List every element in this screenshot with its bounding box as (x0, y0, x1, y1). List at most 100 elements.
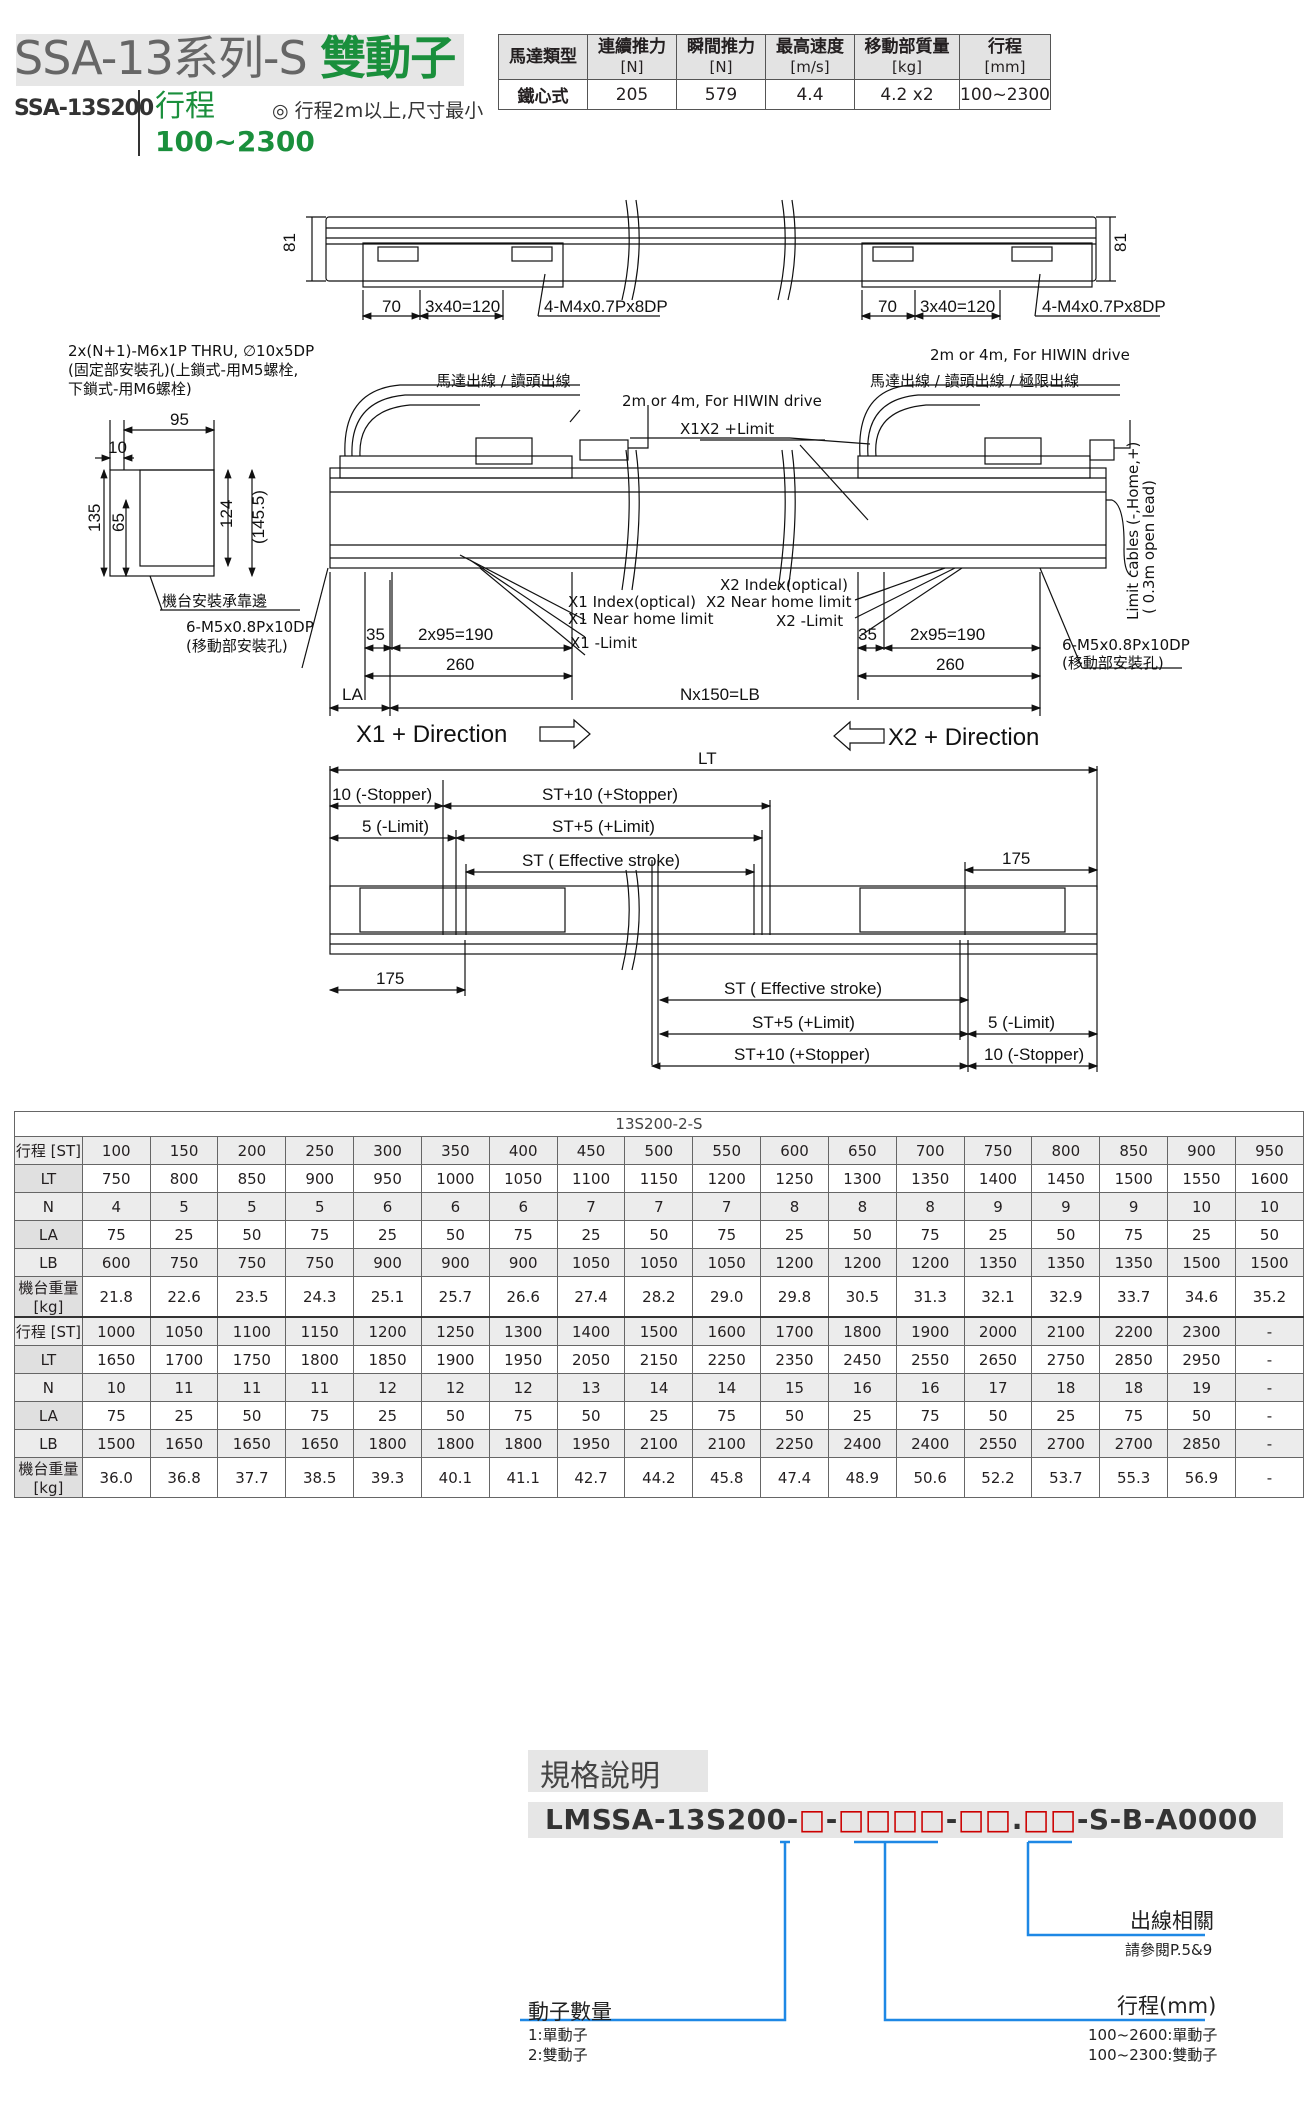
table-cell: 1650 (285, 1429, 355, 1458)
dim-thread-right: 4-M4x0.7Px8DP (1042, 297, 1166, 316)
table-cell: 1350 (1031, 1248, 1101, 1277)
table-cell: 750 (963, 1136, 1033, 1165)
table-cell: 52.2 (963, 1457, 1033, 1498)
x2-direction: X2 + Direction (888, 724, 1039, 751)
table-cell: 1300 (488, 1316, 558, 1346)
table-cell: 2250 (692, 1345, 762, 1374)
table-cell: 10 (1234, 1192, 1305, 1221)
table-cell: 650 (827, 1136, 897, 1165)
table-cell: 50 (1234, 1220, 1305, 1249)
x1-direction: X1 + Direction (356, 721, 507, 748)
table-cell: 50 (624, 1220, 694, 1249)
table-cell: 2250 (760, 1429, 829, 1458)
table-cell: 12 (353, 1373, 422, 1402)
table-cell: 75 (692, 1401, 762, 1430)
table-cell: 25 (353, 1401, 422, 1430)
table-cell: 50 (420, 1401, 490, 1430)
table-cell: 10 (1167, 1192, 1236, 1221)
order-code: LMSSA-13S200-□-□□□□-□□.□□-S-B-A0000 (545, 1803, 1258, 1836)
table-cell: 4 (81, 1192, 151, 1221)
table-cell: 9 (963, 1192, 1033, 1221)
table-cell: 900 (1167, 1136, 1236, 1165)
table-cell: 26.6 (488, 1276, 558, 1318)
mount-note-right-1: 6-M5x0.8Px10DP (1062, 636, 1190, 654)
table-cell: 1350 (1099, 1248, 1169, 1277)
table-cell: 31.3 (895, 1276, 965, 1318)
x2-index: X2 Index(optical) (720, 576, 848, 594)
table-cell: 24.3 (285, 1276, 355, 1318)
cable-ref: 請參閱P.5&9 (1125, 1941, 1213, 1959)
dim-effective-stroke-bottom: ST ( Effective stroke) (724, 979, 882, 998)
table-cell: 600 (760, 1136, 829, 1165)
model-code: SSA-13S200 (14, 96, 154, 121)
table-cell: 2550 (963, 1429, 1033, 1458)
top-mover-right (861, 242, 1093, 288)
stroke-note: ◎ 行程2m以上,尺寸最小 (272, 100, 484, 122)
table-cell: 2350 (760, 1345, 829, 1374)
table-cell: 2850 (1167, 1429, 1236, 1458)
table-cell: 1800 (488, 1429, 558, 1458)
table-cell: 25 (149, 1401, 219, 1430)
table-cell: 1200 (827, 1248, 897, 1277)
dim-145-5: (145.5) (249, 490, 268, 544)
x2-limit: X2 -Limit (776, 612, 843, 630)
table-cell: 100 (81, 1136, 151, 1165)
table-cell: 1250 (420, 1316, 490, 1346)
table-cell: 75 (895, 1401, 965, 1430)
table-cell: 37.7 (217, 1457, 287, 1498)
dim-effective-stroke-top: ST ( Effective stroke) (522, 851, 680, 870)
top-view-body (325, 216, 1097, 282)
cable-left-label: 馬達出線 / 讀頭出線 (436, 372, 571, 390)
table-cell: 5 (149, 1192, 219, 1221)
table-cell: 1000 (81, 1316, 151, 1346)
table-cell: 18 (1099, 1373, 1169, 1402)
table-cell: 19 (1167, 1373, 1236, 1402)
table-cell: 25 (1031, 1401, 1101, 1430)
table-cell: 38.5 (285, 1457, 355, 1498)
mover-opt-2: 2:雙動子 (528, 2046, 588, 2064)
stroke-mover-right (859, 887, 1066, 933)
cable-label: 出線相關 (1130, 1909, 1214, 1933)
table-cell: - (1234, 1373, 1305, 1402)
table-cell: 800 (149, 1164, 219, 1193)
table-cell: 1850 (353, 1345, 422, 1374)
page-title: SSA-13系列-S 雙動子 (14, 31, 456, 85)
code-band (528, 1802, 1283, 1838)
table-cell: 400 (488, 1136, 558, 1165)
table-cell: 2950 (1167, 1345, 1236, 1374)
table-cell: 16 (827, 1373, 897, 1402)
row-header: LB (14, 1429, 83, 1458)
side-label: 機台安裝承靠邊 (162, 592, 267, 610)
table-cell: 1050 (556, 1248, 626, 1277)
table-cell: 50 (827, 1220, 897, 1249)
table-cell: 10 (81, 1373, 151, 1402)
stroke-opt-1: 100~2600:單動子 (1088, 2026, 1218, 2044)
table-cell: 25 (149, 1220, 219, 1249)
table-cell: 50.6 (895, 1457, 965, 1498)
table-cell: 13 (556, 1373, 626, 1402)
spec-title: 規格說明 (540, 1759, 660, 1794)
stroke-label: 行程 (155, 89, 215, 124)
table-cell: - (1234, 1429, 1305, 1458)
stroke-code-label: 行程(mm) (1117, 1994, 1217, 2018)
hole-note-2: (固定部安裝孔)(上鎖式-用M5螺栓, (68, 361, 298, 379)
dim-260-right: 260 (936, 655, 964, 674)
technical-drawing: 81 81 70 3x40=120 4-M4x0.7Px8DP 70 3x40=… (68, 199, 1190, 1072)
limit-cables-2: ( 0.3m open lead) (1140, 480, 1158, 614)
table-cell: 1250 (760, 1164, 829, 1193)
row-header: N (14, 1192, 83, 1221)
spec-table: 馬達類型 連續推力[N] 瞬間推力[N] 最高速度[m/s] 移動部質量[kg]… (498, 34, 1051, 110)
table-cell: 1000 (420, 1164, 490, 1193)
table-cell: 6 (420, 1192, 490, 1221)
table-cell: 1750 (217, 1345, 287, 1374)
row-header: 機台重量 [kg] (14, 1276, 83, 1318)
dim-minus-limit-bottom: 5 (-Limit) (988, 1013, 1055, 1032)
dim-thread-left: 4-M4x0.7Px8DP (544, 297, 668, 316)
spec-title-band (528, 1750, 708, 1792)
dim-190-right: 2x95=190 (910, 625, 985, 644)
row-header: LT (14, 1164, 83, 1193)
table-cell: 900 (420, 1248, 490, 1277)
